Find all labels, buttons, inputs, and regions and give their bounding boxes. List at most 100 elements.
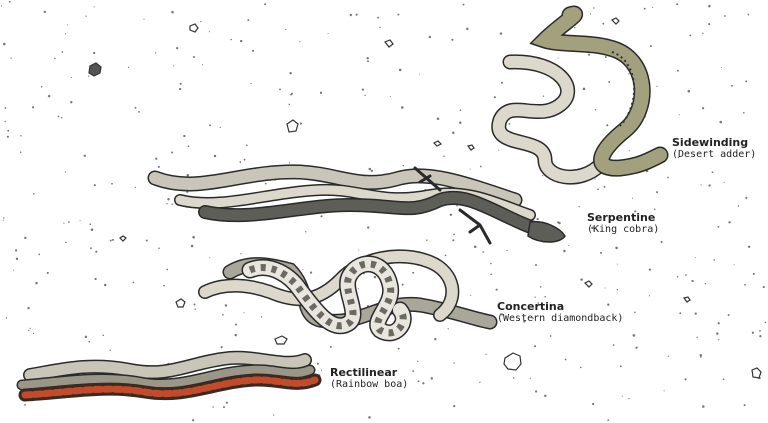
sand-speck xyxy=(708,23,710,25)
label-concertina-subtitle: (Western diamondback) xyxy=(497,313,623,324)
sand-speck xyxy=(418,380,420,382)
sand-speck xyxy=(7,136,9,138)
sand-speck xyxy=(93,52,95,54)
sand-speck xyxy=(305,231,306,232)
sand-speck xyxy=(368,416,371,419)
sand-speck xyxy=(479,382,480,383)
pebble xyxy=(752,368,761,378)
sand-speck xyxy=(716,332,718,334)
pebble xyxy=(120,236,126,241)
sand-speck xyxy=(285,29,286,30)
sand-speck xyxy=(534,345,536,347)
sand-speck xyxy=(84,155,86,157)
sand-speck xyxy=(28,330,29,331)
sand-speck xyxy=(738,205,740,207)
sand-speck xyxy=(632,198,633,199)
sand-speck xyxy=(635,346,637,348)
sand-speck xyxy=(723,378,725,380)
sand-speck xyxy=(61,51,63,53)
sand-speck xyxy=(728,221,730,223)
sidewinding-snake xyxy=(499,14,660,177)
sand-speck xyxy=(71,77,72,78)
sand-speck xyxy=(9,1,11,3)
sand-speck xyxy=(48,95,50,97)
sand-speck xyxy=(54,58,56,60)
sand-speck xyxy=(234,334,236,336)
sand-speck xyxy=(744,284,746,286)
sand-speck xyxy=(58,116,60,118)
sand-speck xyxy=(3,220,4,221)
sand-speck xyxy=(558,57,559,58)
sand-speck xyxy=(171,152,173,154)
sand-speck xyxy=(534,296,535,297)
sand-speck xyxy=(712,171,714,173)
sand-speck xyxy=(412,272,414,274)
sand-speck xyxy=(70,101,72,103)
sand-speck xyxy=(649,295,650,296)
sand-speck xyxy=(158,248,160,250)
sand-speck xyxy=(650,45,652,47)
sand-speck xyxy=(419,74,420,75)
sand-speck xyxy=(474,246,477,249)
sand-speck xyxy=(80,220,81,221)
sand-speck xyxy=(220,127,221,128)
sand-speck xyxy=(358,250,359,251)
sand-speck xyxy=(708,5,711,8)
sand-speck xyxy=(3,217,4,218)
sand-speck xyxy=(20,135,22,137)
sand-speck xyxy=(695,257,696,258)
sand-speck xyxy=(500,32,502,34)
sand-speck xyxy=(615,247,618,250)
sand-speck xyxy=(85,16,86,17)
sand-speck xyxy=(166,203,167,204)
sand-speck xyxy=(65,171,66,172)
sand-speck xyxy=(4,121,5,122)
sand-speck xyxy=(580,278,582,280)
sand-speck xyxy=(453,405,455,407)
sand-speck xyxy=(44,11,46,13)
sand-speck xyxy=(459,121,461,123)
sand-speck xyxy=(65,33,66,34)
sand-speck xyxy=(94,184,96,186)
sand-speck xyxy=(717,226,719,228)
label-sidewinding: Sidewinding (Desert adder) xyxy=(672,137,756,160)
sand-speck xyxy=(628,398,629,399)
sand-speck xyxy=(759,335,761,337)
sand-speck xyxy=(1,6,2,7)
sand-speck xyxy=(403,165,404,166)
pebble xyxy=(585,281,592,287)
sand-speck xyxy=(634,312,636,314)
sand-speck xyxy=(158,166,160,168)
pebble xyxy=(612,18,619,24)
sand-speck xyxy=(377,17,379,19)
sand-speck xyxy=(677,70,679,72)
sand-speck xyxy=(192,236,195,239)
pebble xyxy=(468,145,474,150)
sand-speck xyxy=(310,272,312,274)
pebble xyxy=(434,141,441,146)
sand-speck xyxy=(133,282,135,284)
sand-speck xyxy=(91,228,94,231)
sand-speck xyxy=(490,263,492,265)
sand-speck xyxy=(171,203,172,204)
sand-speck xyxy=(356,14,358,16)
sand-speck xyxy=(426,239,428,241)
sand-speck xyxy=(535,390,537,392)
sand-speck xyxy=(68,221,70,223)
sand-speck xyxy=(194,308,195,309)
sand-speck xyxy=(226,402,228,404)
sand-speck xyxy=(32,106,34,108)
sand-speck xyxy=(95,251,97,253)
sand-speck xyxy=(27,307,29,309)
sand-speck xyxy=(192,419,194,421)
sand-speck xyxy=(451,39,453,41)
sand-speck xyxy=(289,72,291,74)
sand-speck xyxy=(702,405,705,408)
sand-speck xyxy=(230,39,232,41)
sand-speck xyxy=(604,186,606,188)
label-serpentine: Serpentine (King cobra) xyxy=(587,212,659,235)
sand-speck xyxy=(713,259,715,261)
sand-speck xyxy=(696,337,697,338)
sand-speck xyxy=(171,11,174,14)
sand-speck xyxy=(247,19,249,21)
